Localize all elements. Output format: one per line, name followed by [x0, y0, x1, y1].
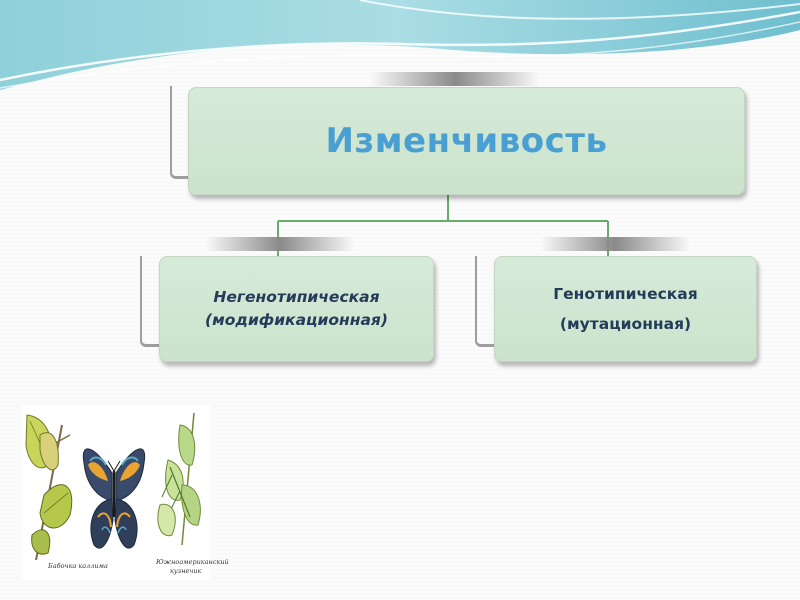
caption-grasshopper-line1: Южноамериканский [156, 558, 229, 566]
child-node-genotypic: Генотипическая (мутационная) [494, 256, 757, 362]
child-node-nongenotypic: Негенотипическая (модификационная) [159, 256, 434, 362]
child-genotypic-line1: Генотипическая [553, 285, 698, 303]
caption-grasshopper-line2: кузнечик [170, 567, 202, 575]
butterfly-grasshopper-drawing [25, 412, 201, 561]
child-genotypic-line2: (мутационная) [559, 315, 692, 333]
butterfly-icon [82, 448, 146, 549]
root-node-label: Изменчивость [325, 121, 608, 161]
left-shadow-bar [205, 237, 355, 251]
mimicry-illustration: Бабочка каллима Южноамериканский кузнечи… [22, 405, 229, 580]
caption-butterfly: Бабочка каллима [48, 562, 108, 570]
child-nongenotypic-line1: Негенотипическая [213, 288, 380, 306]
root-shadow-bar [370, 72, 540, 86]
header-wave-decoration [0, 0, 800, 90]
right-shadow-bar [540, 237, 690, 251]
child-nongenotypic-line2: (модификационная) [205, 311, 388, 329]
root-node: Изменчивость [188, 87, 745, 195]
